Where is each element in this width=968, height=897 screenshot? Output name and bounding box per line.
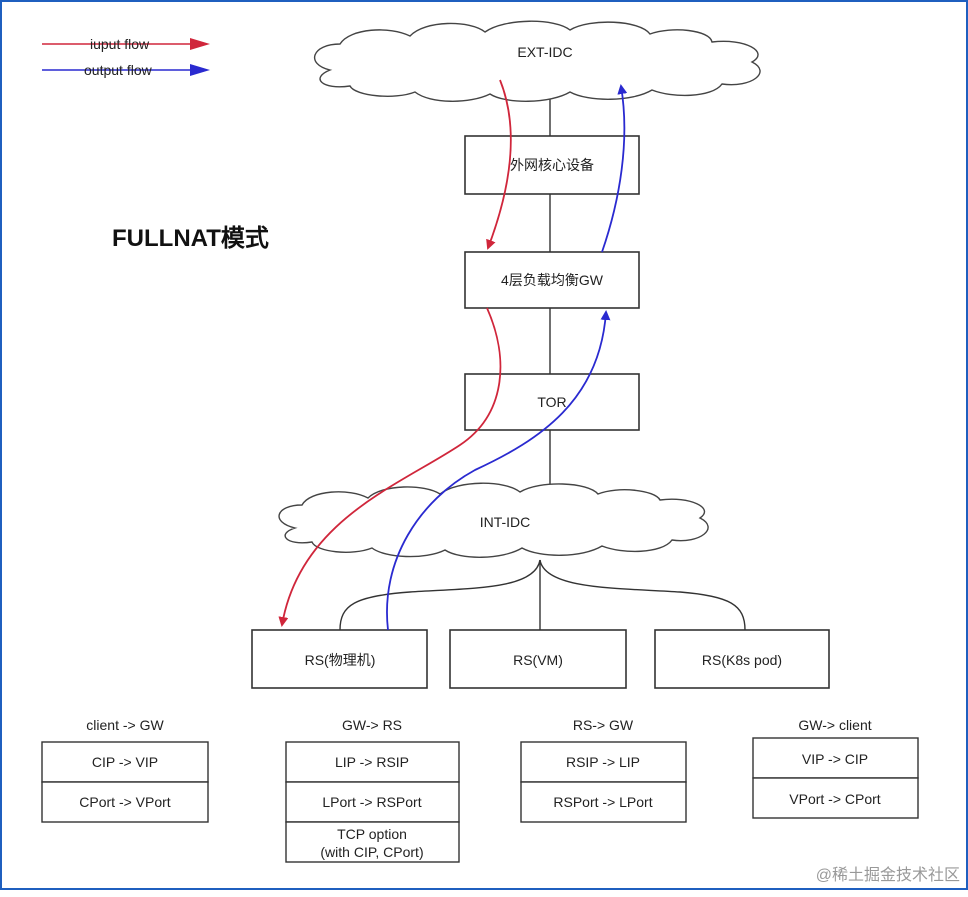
branch-rs1 xyxy=(339,559,541,631)
table-gw-client-row-1: VIP -> CIP xyxy=(802,751,868,767)
legend-output-label: output flow xyxy=(84,62,153,78)
table-client-gw-row xyxy=(41,741,209,783)
rs-physical-box xyxy=(251,629,428,689)
table-gw-client: GW-> client VIP -> CIP VPort -> CPort xyxy=(752,717,919,819)
table-gw-client-row-2: VPort -> CPort xyxy=(789,791,881,807)
input-flow-path-1 xyxy=(486,79,512,250)
table-client-gw-row xyxy=(41,781,209,823)
output-flow-path-1 xyxy=(386,310,611,631)
table-client-gw-row-1: CIP -> VIP xyxy=(92,754,158,770)
table-rs-gw-row xyxy=(520,741,687,783)
legend-input-label: iuput flow xyxy=(90,36,150,52)
core-device-box xyxy=(464,135,640,195)
table-client-gw: client -> GW CIP -> VIP CPort -> VPort xyxy=(41,717,209,823)
core-device-label: 外网核心设备 xyxy=(510,157,594,173)
output-flow-path-2 xyxy=(601,84,628,253)
gw-label: 4层负载均衡GW xyxy=(501,272,604,288)
table-client-gw-header: client -> GW xyxy=(86,717,164,733)
rs-vm-box xyxy=(449,629,627,689)
table-gw-rs-header: GW-> RS xyxy=(342,717,402,733)
table-gw-rs-row xyxy=(285,781,460,823)
table-rs-gw: RS-> GW RSIP -> LIP RSPort -> LPort xyxy=(520,717,687,823)
int-idc-label: INT-IDC xyxy=(480,514,531,530)
tor-label: TOR xyxy=(537,394,566,410)
legend-input-arrow-icon xyxy=(190,38,210,50)
rs-vm-label: RS(VM) xyxy=(513,652,563,668)
int-idc-cloud xyxy=(278,482,709,558)
rs-physical-label: RS(物理机) xyxy=(305,652,376,668)
table-gw-rs-row-2: LPort -> RSPort xyxy=(322,794,421,810)
table-rs-gw-row-2: RSPort -> LPort xyxy=(553,794,652,810)
table-rs-gw-row-1: RSIP -> LIP xyxy=(566,754,640,770)
ext-idc-cloud xyxy=(313,20,761,102)
input-flow-path-2 xyxy=(278,307,502,627)
table-gw-client-row xyxy=(752,777,919,819)
table-gw-rs-row-1: LIP -> RSIP xyxy=(335,754,409,770)
table-gw-rs-row xyxy=(285,741,460,783)
table-gw-rs-extra-2: (with CIP, CPort) xyxy=(320,844,423,860)
rs-k8s-box xyxy=(654,629,830,689)
legend: iuput flow output flow xyxy=(42,36,210,78)
table-client-gw-row-2: CPort -> VPort xyxy=(79,794,171,810)
table-rs-gw-header: RS-> GW xyxy=(573,717,634,733)
watermark: @稀土掘金技术社区 xyxy=(816,866,960,884)
gw-box xyxy=(464,251,640,309)
ext-idc-label: EXT-IDC xyxy=(517,44,572,60)
table-rs-gw-row xyxy=(520,781,687,823)
table-gw-rs: GW-> RS LIP -> RSIP LPort -> RSPort TCP … xyxy=(285,717,460,863)
legend-output-arrow-icon xyxy=(190,64,210,76)
table-gw-rs-extra-1: TCP option xyxy=(337,826,407,842)
table-gw-client-header: GW-> client xyxy=(798,717,871,733)
table-gw-rs-row xyxy=(285,821,460,863)
rs-k8s-label: RS(K8s pod) xyxy=(702,652,782,668)
branch-rs3 xyxy=(539,559,746,631)
diagram-title: FULLNAT模式 xyxy=(112,225,269,252)
